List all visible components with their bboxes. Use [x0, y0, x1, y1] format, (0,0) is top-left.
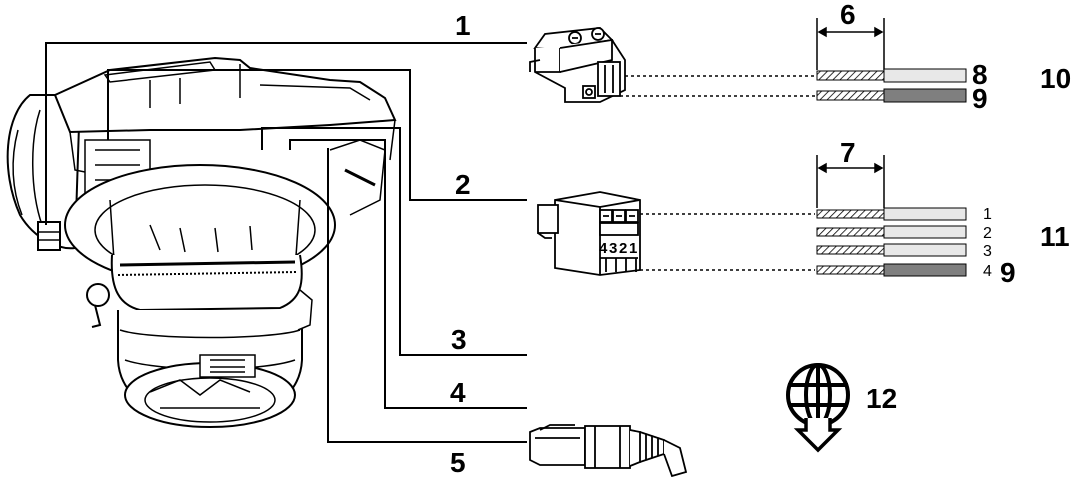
callout-10: 10	[1040, 63, 1071, 94]
globe-download-icon	[786, 363, 850, 453]
power-wire-1-insulation	[883, 68, 967, 83]
io-terminal-label: 3	[609, 240, 617, 257]
leader-2	[107, 69, 527, 201]
callout-7: 7	[840, 137, 856, 168]
callout-3: 3	[451, 324, 467, 355]
io-pin-number: 1	[983, 206, 992, 223]
callout-12: 12	[866, 383, 897, 414]
strip-length-dimension-7	[816, 155, 885, 208]
io-terminal-label: 4	[599, 240, 608, 257]
io-pin-number: 3	[983, 243, 992, 260]
callout-8: 8	[972, 59, 988, 90]
dome-camera-icon	[6, 56, 397, 428]
callout-6: 6	[840, 0, 856, 30]
io-wires	[816, 207, 967, 277]
power-wire-2-stripped	[816, 90, 885, 101]
leader-5	[327, 148, 527, 443]
power-wires	[816, 68, 967, 103]
four-pin-terminal-block-icon	[537, 191, 641, 276]
rj45-plug-icon	[529, 424, 688, 477]
power-wire-1-stripped	[816, 70, 885, 81]
callout-2: 2	[455, 169, 471, 200]
callout-4: 4	[450, 377, 466, 408]
io-pin-number: 2	[983, 225, 992, 242]
io-terminal-labels: 4 3 2 1	[599, 240, 637, 257]
io-terminal-label: 2	[619, 240, 627, 257]
leader-lines	[45, 42, 527, 443]
io-pin-number: 4	[983, 263, 992, 280]
leader-4	[289, 139, 527, 409]
callout-1: 1	[455, 10, 471, 41]
callout-5: 5	[450, 447, 466, 477]
power-wire-2-insulation	[883, 88, 967, 103]
strip-length-dimension-6	[816, 18, 885, 70]
leader-3	[261, 127, 527, 356]
callout-9-power: 9	[972, 83, 988, 114]
callout-11: 11	[1040, 221, 1070, 252]
leader-1	[45, 42, 527, 225]
callout-9-io: 9	[1000, 257, 1016, 288]
io-terminal-label: 1	[629, 240, 637, 257]
two-pin-terminal-block-icon	[529, 27, 626, 103]
